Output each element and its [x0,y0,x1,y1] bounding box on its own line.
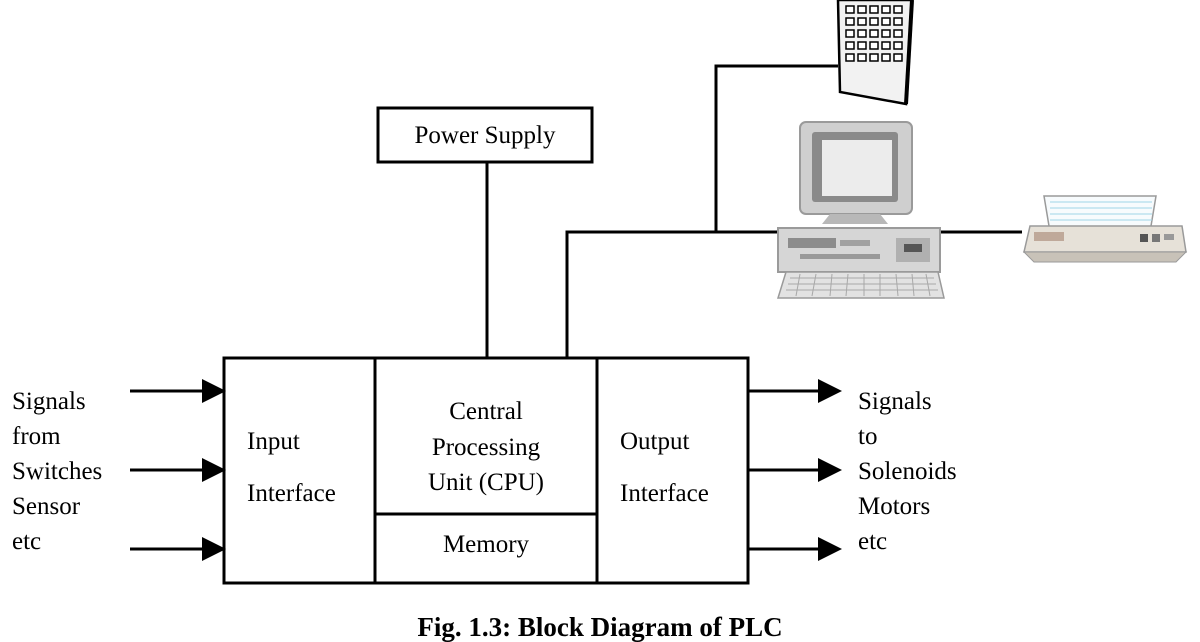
desktop-computer-icon [776,121,945,299]
programmer-link [714,64,838,232]
output-interface-label-line2: Interface [620,480,709,507]
output-arrows [748,379,842,561]
cpu-label-line3: Unit (CPU) [428,469,544,496]
output-signals-line2: to [858,423,878,450]
input-signals-line2: from [12,423,61,450]
output-signals-line1: Signals [858,388,932,415]
figure-caption: Fig. 1.3: Block Diagram of PLC [417,612,783,642]
plc-body [222,356,750,585]
output-signals-line5: etc [858,528,888,555]
cpu-label-line2: Processing [431,434,541,461]
input-interface-label-line1: Input [247,428,300,455]
output-signals-line3: Solenoids [858,458,957,485]
power-supply-label: Power Supply [414,122,556,149]
input-interface-label-line2: Interface [247,480,336,507]
memory-label: Memory [442,531,530,558]
handheld-programmer-icon [836,0,914,106]
input-arrows [130,379,226,561]
printer-icon [1022,195,1188,263]
power-supply-box [376,106,594,164]
input-signals-line1: Signals [12,388,86,415]
cpu-label-line1: Central [449,398,523,425]
output-signals-line4: Motors [858,493,931,520]
output-interface-label-line1: Output [620,428,690,455]
input-signals-line5: etc [12,528,42,555]
input-signals-line4: Sensor [12,493,81,520]
input-signals-line3: Switches [12,458,103,485]
